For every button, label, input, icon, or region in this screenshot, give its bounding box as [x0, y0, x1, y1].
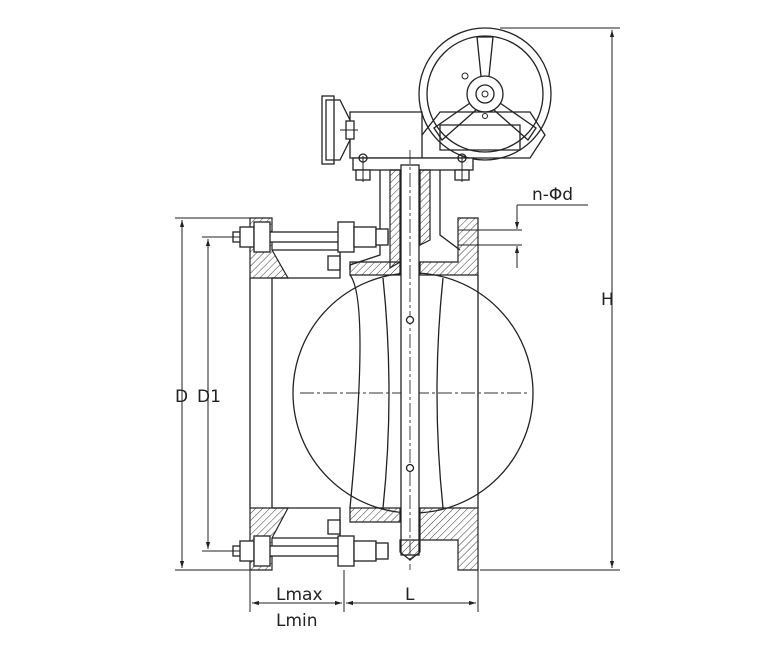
- handwheel: [418, 27, 552, 161]
- valve-neck: [349, 169, 461, 270]
- left-flange: [249, 217, 341, 571]
- bolts: [232, 221, 389, 567]
- bolt-circle-label: D1: [197, 387, 221, 407]
- holes-label: n-Φd: [532, 185, 573, 205]
- body-flange: [349, 217, 479, 571]
- gearbox: [321, 95, 546, 182]
- length-label: L: [405, 585, 415, 605]
- height-label: H: [601, 290, 614, 310]
- length-min-label: Lmin: [276, 611, 318, 631]
- outer-diameter-label: D: [175, 387, 188, 407]
- dimension-lines: [175, 27, 620, 612]
- valve-stem: [399, 150, 421, 570]
- length-max-label: Lmax: [276, 585, 323, 605]
